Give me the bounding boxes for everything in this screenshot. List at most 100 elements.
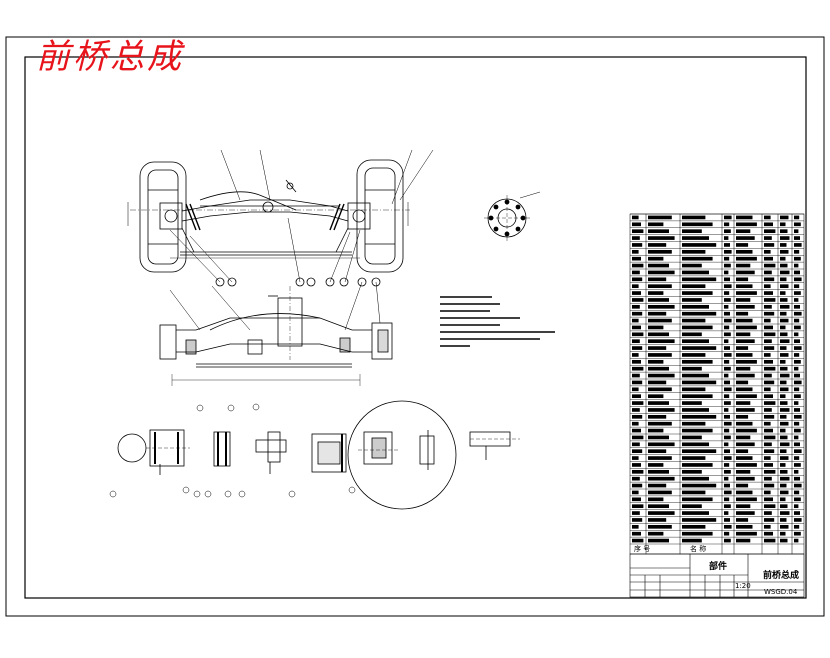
bom-cell-mark (682, 256, 713, 261)
bom-cell-mark (764, 304, 772, 309)
bom-cell-mark (780, 339, 790, 344)
bom-cell-mark (648, 243, 667, 247)
bom-cell-mark (764, 325, 773, 330)
bom-cell-mark (764, 421, 771, 426)
bom-cell-mark (780, 249, 789, 254)
bom-cell-mark (764, 353, 771, 357)
bom-cell-mark (736, 359, 757, 364)
bom-cell-mark (632, 332, 644, 337)
bom-cell-mark (682, 469, 702, 474)
bom-cell-mark (724, 353, 732, 357)
bom-cell-mark (764, 339, 772, 344)
bom-cell-mark (736, 421, 753, 426)
bom-cell-mark (780, 538, 788, 543)
bom-cell-mark (780, 353, 789, 357)
bom-cell-mark (682, 504, 702, 509)
bom-cell-mark (736, 524, 753, 529)
bom-cell-mark (648, 236, 675, 240)
title-block-drawing-no: WSGD.04 (764, 588, 798, 596)
bom-cell-mark (764, 346, 775, 350)
bom-cell-mark (780, 311, 787, 316)
bom-cell-mark (764, 435, 776, 440)
bom-cell-mark (736, 304, 755, 309)
bom-cell-mark (632, 387, 639, 392)
bom-cell-mark (780, 408, 790, 412)
bom-cell-mark (648, 291, 664, 295)
bom-cell-mark (764, 311, 775, 316)
bom-cell-mark (780, 435, 788, 440)
bom-cell-mark (780, 256, 786, 261)
bom-cell-mark (632, 325, 641, 330)
bom-cell-mark (736, 483, 749, 488)
bom-cell-mark (682, 435, 702, 440)
bom-cell-mark (794, 428, 801, 433)
bom-cell-mark (764, 243, 775, 247)
bom-cell-mark (648, 270, 675, 275)
bom-cell-mark (736, 469, 751, 474)
bom-cell-mark (682, 332, 702, 337)
bom-cell-mark (648, 339, 675, 344)
bom-cell-mark (724, 414, 730, 419)
bom-cell-mark (764, 366, 776, 371)
bom-cell-mark (632, 421, 639, 426)
bom-cell-mark (648, 304, 675, 309)
bom-cell-mark (794, 298, 799, 302)
bom-cell-mark (764, 504, 776, 509)
bom-cell-mark (724, 483, 730, 488)
bom-cell-mark (632, 456, 639, 460)
bom-cell-mark (780, 263, 788, 268)
drawing-title: 前桥总成 (36, 37, 184, 77)
bom-cell-mark (736, 408, 755, 412)
bom-cell-mark (724, 311, 730, 316)
bom-cell-mark (648, 256, 664, 261)
bom-cell-mark (648, 394, 664, 399)
title-block (629, 553, 805, 598)
bom-cell-mark (794, 380, 802, 385)
bom-cell-mark (736, 263, 751, 268)
bom-cell-mark (632, 304, 640, 309)
bom-cell-mark (632, 401, 644, 405)
bom-cell-mark (632, 490, 639, 495)
bom-cell-mark (764, 284, 771, 289)
bom-cell-mark (780, 373, 790, 378)
bom-header-name: 名 称 (690, 544, 706, 553)
bom-cell-mark (724, 449, 730, 454)
bom-cell-mark (724, 380, 730, 385)
bom-cell-mark (648, 463, 664, 467)
bom-cell-mark (780, 387, 789, 392)
bom-cell-mark (764, 511, 772, 515)
bom-cell-mark (724, 346, 730, 350)
bom-cell-mark (736, 394, 757, 399)
bom-cell-mark (794, 332, 799, 337)
bom-cell-mark (736, 291, 757, 295)
bom-cell-mark (682, 414, 717, 419)
bom-cell-mark (648, 414, 667, 419)
bom-cell-mark (648, 435, 669, 440)
bom-cell-mark (632, 442, 640, 447)
bom-cell-mark (736, 215, 753, 220)
bom-cell-mark (724, 359, 730, 364)
title-block-part-label: 部件 (709, 560, 727, 572)
bom-cell-mark (736, 401, 751, 405)
bom-cell-mark (724, 291, 730, 295)
bom-cell-mark (682, 339, 709, 344)
bom-cell-mark (780, 318, 789, 323)
bom-cell-mark (648, 284, 672, 289)
bom-cell-mark (632, 449, 643, 454)
bom-cell-mark (724, 222, 730, 227)
bom-cell-mark (794, 538, 799, 543)
bom-cell-mark (632, 284, 639, 289)
bom-cell-mark (764, 215, 771, 220)
bom-cell-mark (794, 463, 801, 467)
bom-cell-mark (736, 229, 751, 234)
bom-cell-mark (736, 284, 753, 289)
bom-cell-mark (780, 421, 789, 426)
bom-cell-mark (632, 504, 644, 509)
bom-cell-mark (632, 435, 644, 440)
bom-cell-mark (736, 428, 757, 433)
bom-cell-mark (724, 408, 729, 412)
bom-cell-mark (682, 277, 717, 282)
bom-cell-mark (780, 456, 789, 460)
bom-cell-mark (724, 538, 731, 543)
section-details (109, 400, 520, 510)
